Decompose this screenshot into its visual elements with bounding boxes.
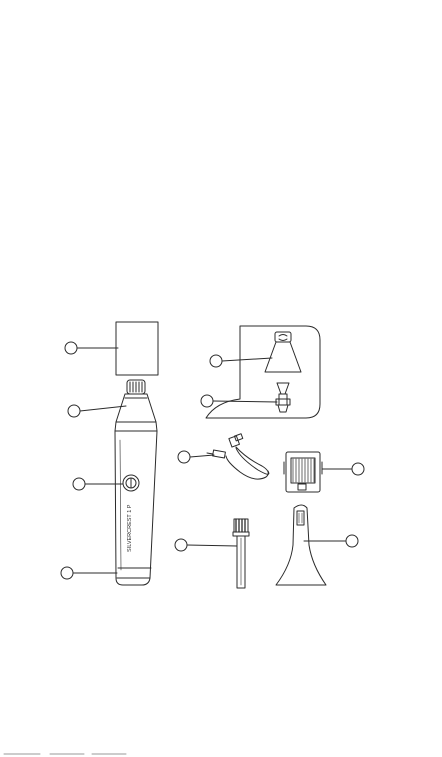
callout-precision-trimmer-attachment	[304, 535, 358, 547]
comb-attachment	[284, 452, 322, 492]
callout-protective-cap	[65, 342, 118, 354]
protective-cap	[116, 322, 158, 375]
callout-trimmer-head	[68, 405, 126, 417]
callout-nose-trimmer-attachment	[210, 355, 272, 367]
callout-battery-compartment-cover	[61, 567, 117, 579]
cleaning-brush	[233, 519, 249, 588]
nose-trimmer-attachment	[265, 332, 301, 372]
precision-trimmer-attachment	[276, 505, 326, 585]
rotary-blade	[276, 383, 290, 412]
on-off-switch	[123, 475, 139, 491]
callout-comb-attachment	[322, 463, 364, 475]
usb-charging-cable	[207, 434, 269, 479]
callout-cleaning-brush	[175, 539, 237, 551]
callout-rotary-blade	[201, 395, 277, 407]
attachments-box	[206, 326, 320, 418]
device-brand-text: SILVERCREST 1 P	[127, 504, 133, 552]
